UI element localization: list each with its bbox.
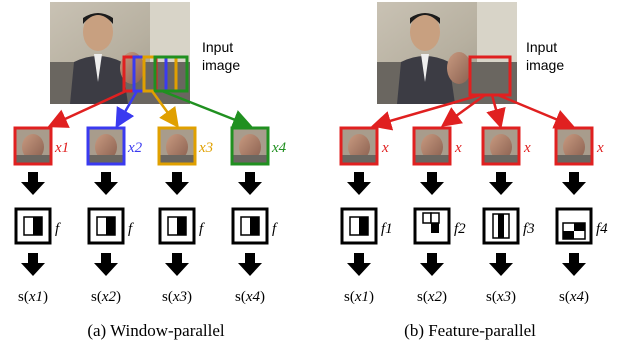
- window-label-x-col2: x: [454, 140, 462, 156]
- down-arrows-row2-b: [347, 253, 586, 276]
- input-image-b: [377, 2, 517, 104]
- down-arrow-icon: [94, 172, 118, 195]
- window-box-x-input: [468, 55, 512, 97]
- input-label-line1-b: Input: [526, 39, 557, 55]
- down-arrow-icon: [562, 172, 586, 195]
- window-x3: [157, 126, 197, 166]
- down-arrow-icon: [21, 253, 45, 276]
- output-s-x3-b: s(x3): [486, 289, 516, 305]
- window-x2: [86, 126, 126, 166]
- window-x1: [13, 126, 53, 166]
- panel-window-parallel: Input image x1 x2 x3 x4: [13, 2, 287, 340]
- arrow-to-x3: [150, 90, 179, 129]
- window-x4: [230, 126, 270, 166]
- window-label-x-col3: x: [523, 140, 531, 156]
- panel-feature-parallel: Input image x x x x: [339, 2, 608, 340]
- down-arrow-icon: [21, 172, 45, 195]
- down-arrows-row2-a: [21, 253, 262, 276]
- feature-f-col4: [231, 207, 269, 245]
- arrow-to-x2: [115, 90, 139, 129]
- down-arrow-icon: [489, 172, 513, 195]
- down-arrow-icon: [165, 253, 189, 276]
- feature-f-col1: [14, 207, 52, 245]
- output-s-x4: s(x4): [235, 289, 265, 305]
- output-s-x2-b: s(x2): [417, 289, 447, 305]
- feature-label-f1: f1: [381, 221, 393, 237]
- window-label-x2: x2: [127, 140, 143, 156]
- feature-label-col3: f: [199, 221, 205, 237]
- feature-label-f2: f2: [454, 221, 466, 237]
- input-image-a: [50, 2, 190, 104]
- window-label-x4: x4: [271, 140, 287, 156]
- input-label-line2-b: image: [526, 57, 564, 73]
- feature-label-col2: f: [128, 221, 134, 237]
- down-arrow-icon: [347, 253, 371, 276]
- arrow-to-x-col3: [486, 94, 506, 129]
- feature-f-col2: [87, 207, 125, 245]
- output-s-x2: s(x2): [91, 289, 121, 305]
- down-arrow-icon: [165, 172, 189, 195]
- feature-label-col1: f: [55, 221, 61, 237]
- window-label-x3: x3: [198, 140, 213, 156]
- window-label-x-col1: x: [381, 140, 389, 156]
- down-arrow-icon: [238, 172, 262, 195]
- window-x-col4: [554, 126, 594, 166]
- down-arrow-icon: [347, 172, 371, 195]
- caption-window-parallel: (a) Window-parallel: [87, 321, 225, 340]
- down-arrow-icon: [489, 253, 513, 276]
- feature-label-f3: f3: [523, 221, 535, 237]
- feature-f1: [340, 207, 378, 245]
- down-arrow-icon: [238, 253, 262, 276]
- input-label-line2-a: image: [202, 57, 240, 73]
- down-arrow-icon: [420, 253, 444, 276]
- feature-f2: [413, 207, 451, 245]
- feature-f4: [555, 207, 593, 245]
- down-arrow-icon: [420, 172, 444, 195]
- feature-label-f4: f4: [596, 221, 608, 237]
- input-label-line1-a: Input: [202, 39, 233, 55]
- window-label-x1: x1: [54, 140, 69, 156]
- caption-feature-parallel: (b) Feature-parallel: [404, 321, 536, 340]
- window-box-x4-input: [153, 55, 189, 93]
- feature-f3: [482, 207, 520, 245]
- output-s-x1-b: s(x1): [344, 289, 374, 305]
- window-x-col3: [481, 126, 521, 166]
- down-arrows-row1-a: [21, 172, 262, 195]
- output-s-x3: s(x3): [162, 289, 192, 305]
- arrow-to-x-col2: [440, 93, 486, 127]
- arrow-to-x-col1: [371, 93, 481, 131]
- output-s-x4-b: s(x4): [559, 289, 589, 305]
- feature-f-col3: [158, 207, 196, 245]
- arrow-to-x4: [161, 89, 253, 129]
- arrow-to-x-col4: [497, 93, 575, 129]
- window-label-x-col4: x: [596, 140, 604, 156]
- feature-boxes-a: [14, 207, 269, 245]
- down-arrows-row1-b: [347, 172, 586, 195]
- down-arrow-icon: [94, 253, 118, 276]
- feature-label-col4: f: [272, 221, 278, 237]
- window-x-col2: [412, 126, 452, 166]
- output-s-x1: s(x1): [18, 289, 48, 305]
- down-arrow-icon: [562, 253, 586, 276]
- window-x-col1: [339, 126, 379, 166]
- feature-boxes-b: [340, 207, 593, 245]
- arrow-to-x1: [47, 89, 127, 128]
